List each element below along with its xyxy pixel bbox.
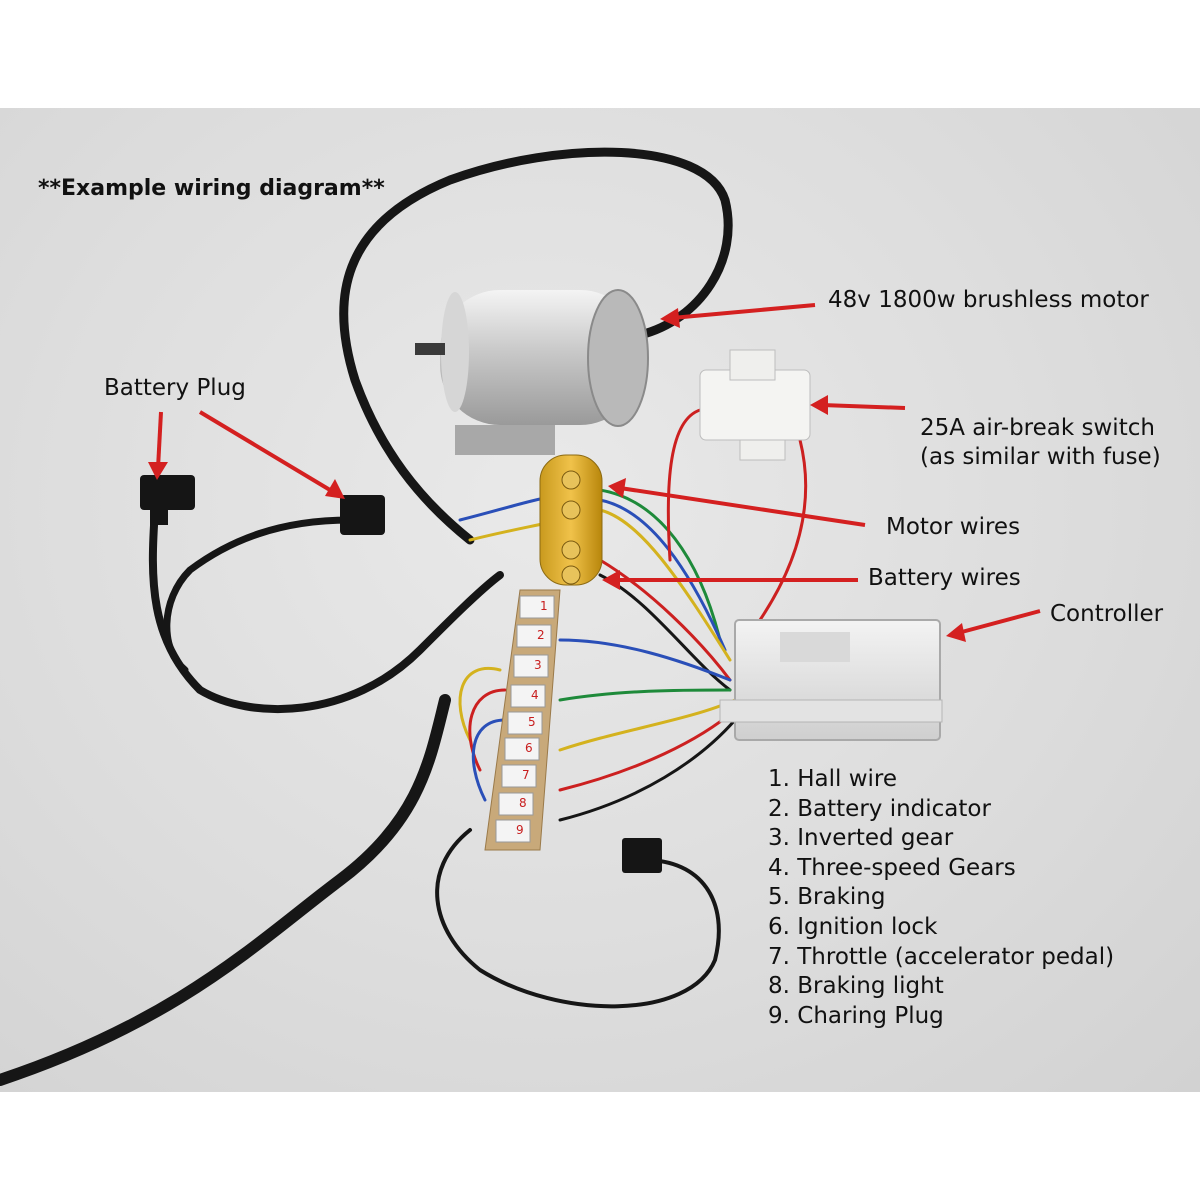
battery-wires-label: Battery wires bbox=[868, 565, 1021, 591]
motor-body bbox=[415, 289, 649, 455]
black-cables bbox=[0, 147, 733, 1086]
legend-item: 1. Hall wire bbox=[768, 766, 898, 792]
switch-label-line1: 25A air-break switch bbox=[920, 415, 1155, 441]
battery-plug-label: Battery Plug bbox=[104, 375, 246, 401]
battery-plug-cable-2 bbox=[163, 516, 354, 674]
connector-number-9: 9 bbox=[516, 823, 524, 837]
legend-item: 2. Battery indicator bbox=[768, 795, 991, 822]
connector-number-2: 2 bbox=[537, 628, 545, 642]
battery-plug-right bbox=[340, 495, 385, 535]
air-break-switch bbox=[699, 349, 811, 461]
connector-strip bbox=[484, 589, 561, 851]
connector-number-1: 1 bbox=[540, 599, 548, 613]
connector-number-6: 6 bbox=[525, 741, 533, 755]
connector-number-8: 8 bbox=[519, 796, 527, 810]
controller-label: Controller bbox=[1050, 601, 1164, 627]
connector-number-3: 3 bbox=[534, 658, 542, 672]
connector-number-4: 4 bbox=[531, 688, 539, 702]
plugs bbox=[140, 475, 662, 873]
motor-wires-label: Motor wires bbox=[886, 514, 1021, 540]
connector-number-7: 7 bbox=[522, 768, 530, 782]
switch-label-line2: (as similar with fuse) bbox=[920, 444, 1161, 470]
main-harness-cable bbox=[0, 694, 451, 1086]
connector-legend: 1. Hall wire 2. Battery indicator 3. Inv… bbox=[768, 765, 1114, 1031]
legend-item: 5. Braking bbox=[768, 884, 886, 911]
legend-item: 6. Ignition lock bbox=[768, 913, 938, 940]
legend-item: 8. Braking light bbox=[768, 973, 944, 1000]
legend-item: 3. Inverted gear bbox=[768, 825, 954, 852]
legend-item: 7. Throttle (accelerator pedal) bbox=[768, 943, 1115, 970]
red-arrows bbox=[148, 303, 1041, 642]
legend-item: 9. Charing Plug bbox=[768, 1002, 944, 1029]
battery-plug-cable bbox=[148, 506, 504, 714]
terminal-block bbox=[539, 454, 603, 586]
controller-box bbox=[719, 619, 943, 741]
photo-background bbox=[0, 108, 1200, 1092]
charging-plug bbox=[622, 838, 662, 873]
diagram-title: **Example wiring diagram** bbox=[38, 176, 385, 201]
connector-number-5: 5 bbox=[528, 715, 536, 729]
motor-label: 48v 1800w brushless motor bbox=[828, 287, 1149, 313]
legend-item: 4. Three-speed Gears bbox=[768, 854, 1016, 881]
charging-plug-cable bbox=[435, 828, 721, 1009]
motor-hall-cable bbox=[339, 147, 733, 545]
switch-label: 25A air-break switch (as similar with fu… bbox=[920, 414, 1161, 472]
